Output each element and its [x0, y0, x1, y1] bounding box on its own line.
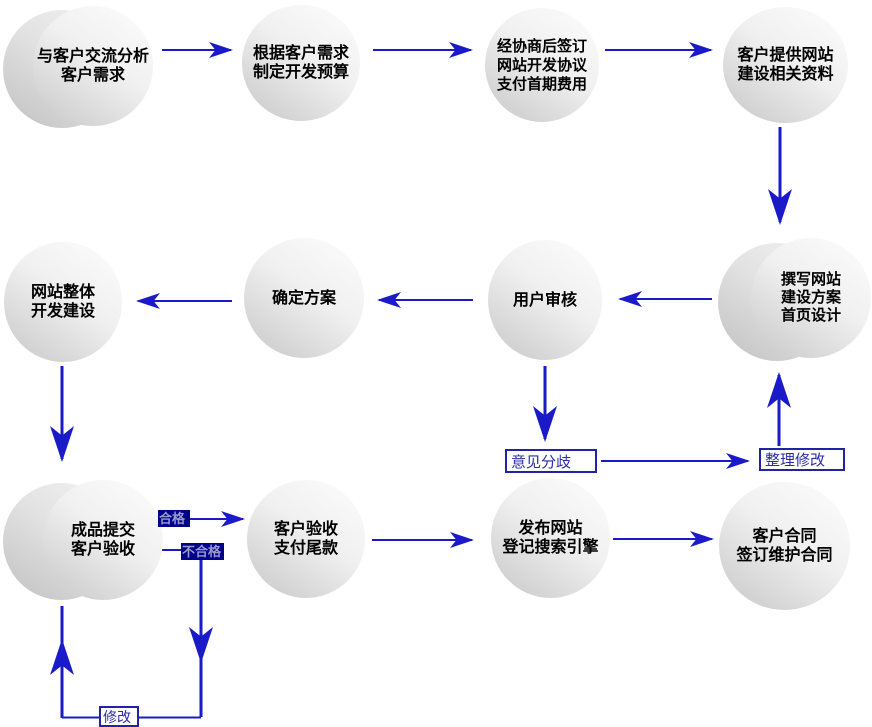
modify-label: 修改 [103, 708, 131, 725]
node-circle [242, 5, 360, 121]
label-box-modify: 修改 [99, 706, 139, 727]
node-circle [485, 8, 599, 122]
node-circle [43, 480, 163, 600]
node-label: 确定方案 [271, 289, 336, 307]
node-label: 用户审核 [512, 291, 577, 309]
node-develop: 网站整体 开发建设 [4, 242, 122, 362]
node-final-payment: 客户验收 支付尾款 [247, 480, 365, 598]
node-circle [244, 238, 364, 358]
node-label: 发布网站 登记搜索引擎 [502, 520, 599, 556]
node-maintain-contract: 客户合同 签订维护合同 [719, 482, 850, 610]
node-circle [4, 242, 122, 362]
node-user-review: 用户审核 [488, 240, 602, 360]
node-confirm-plan: 确定方案 [244, 238, 364, 358]
revise-label: 整理修改 [765, 452, 826, 469]
node-proposal: 撰写网站 建设方案 首页设计 [715, 238, 871, 362]
node-analyze-needs: 与客户交流分析 客户需求 [3, 6, 157, 128]
node-circle [719, 482, 850, 610]
disagreement-label: 意见分歧 [511, 453, 572, 471]
tag-qualified: 合格 [158, 510, 190, 527]
label-box-revise: 整理修改 [759, 448, 845, 471]
node-circle [247, 480, 365, 598]
node-publish: 发布网站 登记搜索引擎 [491, 478, 610, 598]
node-label: 客户合同 签订维护合同 [736, 528, 833, 564]
node-agreement: 经协商后签订 网站开发协议 支付首期费用 [485, 8, 599, 122]
tag-unqualified: 不合格 [181, 543, 224, 560]
node-label: 撰写网站 建设方案 首页设计 [780, 271, 841, 324]
label-box-disagreement: 意见分歧 [505, 449, 597, 473]
node-circle [491, 478, 610, 598]
node-materials: 客户提供网站 建设相关资料 [723, 7, 848, 123]
node-circle [33, 6, 153, 126]
node-label: 根据客户需求 制定开发预算 [252, 45, 349, 81]
node-label: 经协商后签订 网站开发协议 支付首期费用 [496, 37, 587, 93]
node-budget: 根据客户需求 制定开发预算 [242, 5, 360, 121]
node-label: 客户提供网站 建设相关资料 [737, 47, 834, 83]
node-label: 与客户交流分析 客户需求 [36, 48, 149, 84]
node-delivery: 成品提交 客户验收 [3, 480, 163, 602]
node-label: 客户验收 支付尾款 [273, 521, 338, 557]
node-circle [488, 240, 602, 360]
node-circle [751, 238, 871, 358]
node-circle [723, 7, 848, 123]
node-label: 成品提交 客户验收 [70, 522, 135, 558]
node-label: 网站整体 开发建设 [30, 284, 95, 320]
